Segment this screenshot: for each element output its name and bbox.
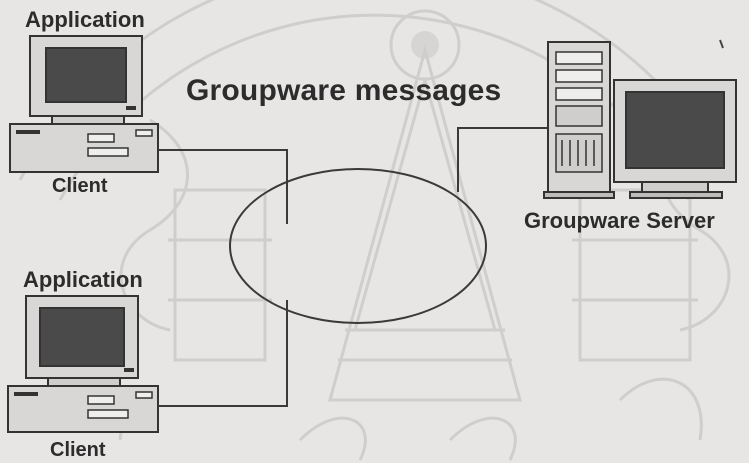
client-computer-top <box>9 35 159 173</box>
server-screen <box>625 91 725 169</box>
watermark-emblem <box>18 0 731 461</box>
monitor-stand-bottom <box>47 377 121 387</box>
client-label-top: Client <box>52 175 108 197</box>
server-label: Groupware Server <box>524 208 715 233</box>
network-ellipse <box>229 168 487 324</box>
connector-client-bottom <box>158 300 288 407</box>
diagram-title: Groupware messages <box>186 74 502 107</box>
connection-lines <box>158 127 550 407</box>
tick-mark <box>719 39 724 49</box>
client-computer-bottom <box>7 295 159 433</box>
monitor-stand-top <box>51 115 125 125</box>
server-computer <box>543 41 737 199</box>
screen-bottom <box>39 307 125 367</box>
client-label-bottom: Client <box>50 439 106 461</box>
application-label-bottom: Application <box>23 267 143 292</box>
connector-client-top <box>158 149 288 224</box>
application-label-top: Application <box>25 7 145 32</box>
connector-server <box>457 127 550 192</box>
server-monitor-stand <box>641 181 709 193</box>
screen-top <box>45 47 127 103</box>
